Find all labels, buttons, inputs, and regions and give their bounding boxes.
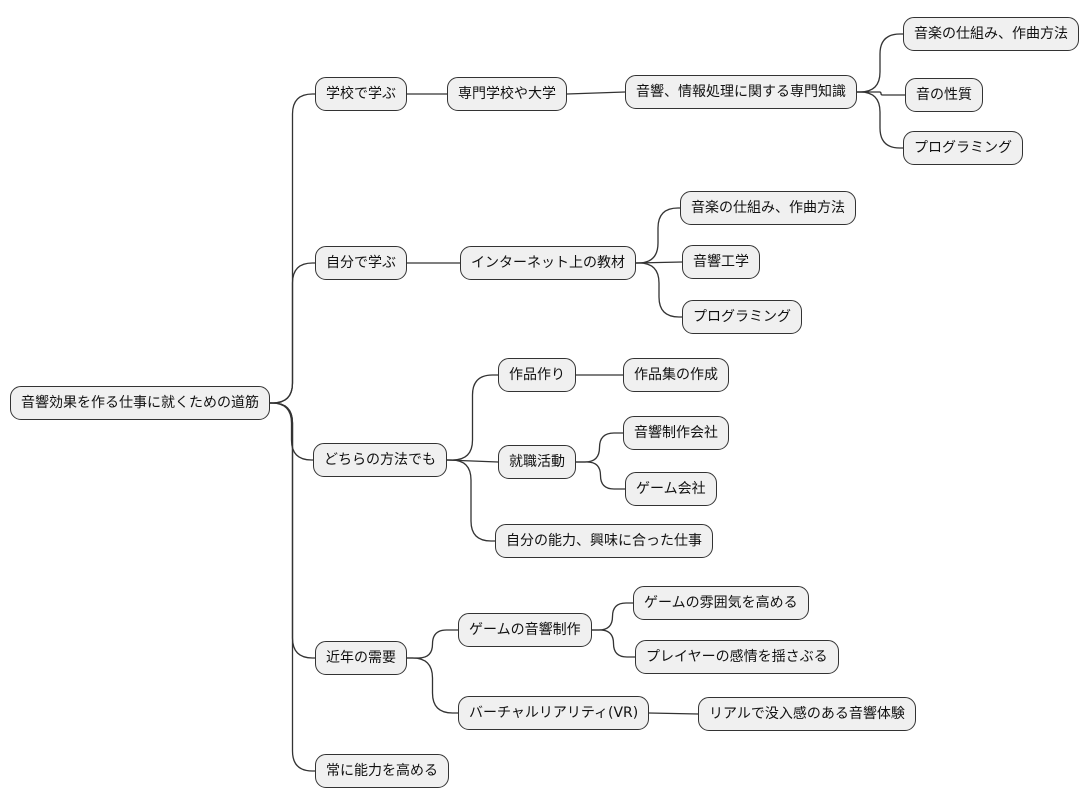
mindmap-node-matching-job: 自分の能力、興味に合った仕事 (495, 524, 713, 558)
edge-connector (269, 402, 314, 461)
mindmap-node-keep-improving: 常に能力を高める (315, 754, 449, 788)
mindmap-node-immersive-sound: リアルで没入感のある音響体験 (698, 697, 916, 731)
edge-connector (446, 374, 499, 461)
mindmap-node-player-emotion: プレイヤーの感情を揺さぶる (635, 640, 839, 674)
mindmap-node-self-learning: 自分で学ぶ (315, 246, 407, 280)
edge-connector (446, 459, 499, 463)
mindmap-node-portfolio-creation: 作品集の作成 (623, 358, 729, 392)
mindmap-node-music-composition-2: 音楽の仕組み、作曲方法 (680, 191, 856, 225)
mindmap-node-programming-1: プログラミング (903, 131, 1023, 165)
mindmap-node-game-atmosphere: ゲームの雰囲気を高める (633, 586, 809, 620)
edge-connector (269, 262, 316, 404)
edge-connector (446, 459, 496, 542)
edge-connector (269, 402, 316, 659)
edge-connector (406, 657, 459, 714)
edge-connector (575, 432, 624, 463)
edge-connector (591, 602, 634, 631)
edge-connector (406, 629, 459, 659)
edge-connector (856, 91, 906, 96)
edge-connector (856, 91, 904, 149)
mindmap-node-expert-knowledge: 音響、情報処理に関する専門知識 (625, 75, 857, 109)
mindmap-node-music-composition: 音楽の仕組み、作曲方法 (903, 17, 1079, 51)
mindmap-node-sound-company: 音響制作会社 (623, 416, 729, 450)
mindmap-node-vocational-school: 専門学校や大学 (447, 77, 567, 111)
mindmap-node-learn-at-school: 学校で学ぶ (315, 77, 407, 111)
edge-connector (635, 261, 683, 264)
mindmap-node-root: 音響効果を作る仕事に就くための道筋 (10, 386, 270, 420)
mindmap-node-recent-demand: 近年の需要 (315, 641, 407, 675)
mindmap-node-job-hunting: 就職活動 (498, 445, 576, 479)
edge-connector (648, 712, 699, 715)
edge-connector (566, 91, 626, 95)
edge-connector (591, 629, 636, 658)
edge-connector (635, 262, 683, 318)
mindmap-node-sound-nature: 音の性質 (905, 78, 983, 112)
edge-connector (269, 93, 316, 404)
edge-connector (269, 402, 316, 772)
mindmap-node-virtual-reality: バーチャルリアリティ(VR) (458, 696, 650, 730)
mindmap-node-making-works: 作品作り (498, 358, 576, 392)
mindmap-node-programming-2: プログラミング (682, 300, 802, 334)
edge-connector (635, 207, 681, 264)
edge-connector (575, 461, 626, 490)
mindmap-node-either-way: どちらの方法でも (313, 443, 447, 477)
mindmap-node-game-company: ゲーム会社 (625, 472, 717, 506)
mindmap-node-acoustic-engineering: 音響工学 (682, 245, 760, 279)
edge-connector (856, 33, 904, 93)
mindmap-node-online-materials: インターネット上の教材 (460, 246, 636, 280)
mindmap-node-game-sound-production: ゲームの音響制作 (458, 613, 592, 647)
